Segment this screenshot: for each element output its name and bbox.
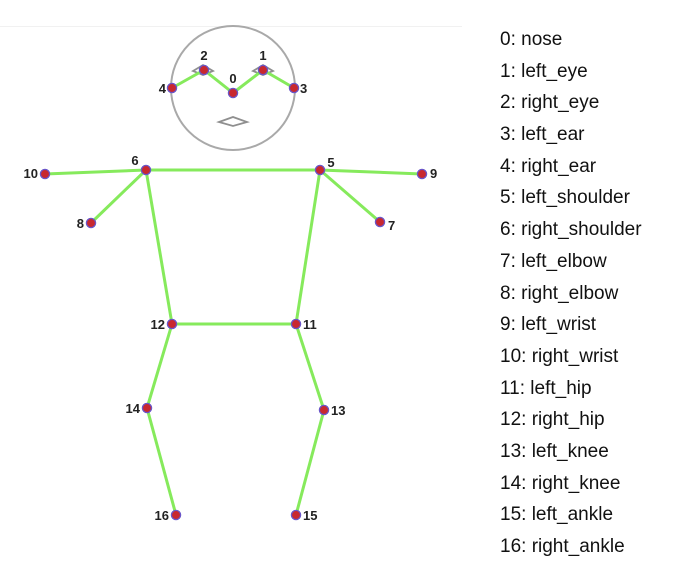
keypoint-16 xyxy=(170,509,182,521)
legend-item-12: 12: right_hip xyxy=(500,409,605,431)
legend-item-15: 15: left_ankle xyxy=(500,504,614,526)
keypoint-7 xyxy=(374,216,386,228)
legend-item-9: 9: left_wrist xyxy=(500,314,597,336)
bone-5-9 xyxy=(318,168,424,176)
keypoint-8 xyxy=(85,217,97,229)
bone-11-13 xyxy=(294,322,326,412)
keypoint-number-11: 11 xyxy=(303,317,317,332)
bone-4-2 xyxy=(170,68,206,90)
keypoint-number-5: 5 xyxy=(327,155,334,170)
keypoint-12 xyxy=(166,318,178,330)
legend-item-13: 13: left_knee xyxy=(500,440,609,462)
legend-item-3: 3: left_ear xyxy=(500,124,585,146)
keypoint-14 xyxy=(141,402,153,414)
keypoint-legend: 0: nose 1: left_eye 2: right_eye 3: left_ea… xyxy=(500,27,642,566)
keypoint-number-6: 6 xyxy=(131,153,138,168)
legend-item-11: 11: left_hip xyxy=(500,377,592,399)
keypoint-number-9: 9 xyxy=(430,166,437,181)
keypoint-number-15: 15 xyxy=(303,508,317,523)
legend-item-1: 1: left_eye xyxy=(500,60,588,82)
keypoint-number-4: 4 xyxy=(159,81,167,96)
legend-item-0: 0: nose xyxy=(500,29,563,50)
keypoint-number-14: 14 xyxy=(126,401,141,416)
legend-item-6: 6: right_shoulder xyxy=(500,219,642,241)
keypoint-11 xyxy=(290,318,302,330)
bone-2-0 xyxy=(202,68,235,95)
legend-item-4: 4: right_ear xyxy=(500,155,597,177)
keypoint-9 xyxy=(416,168,428,180)
bone-6-12 xyxy=(144,168,174,326)
keypoint-number-2: 2 xyxy=(200,48,207,63)
keypoint-0 xyxy=(227,87,239,99)
keypoint-number-7: 7 xyxy=(388,218,395,233)
bone-5-11 xyxy=(294,168,322,326)
keypoint-number-16: 16 xyxy=(155,508,169,523)
keypoint-number-3: 3 xyxy=(300,81,307,96)
keypoint-number-12: 12 xyxy=(151,317,165,332)
keypoint-2 xyxy=(198,64,210,76)
legend-item-2: 2: right_eye xyxy=(500,92,600,114)
legend-item-16: 16: right_ankle xyxy=(500,536,625,557)
keypoint-1 xyxy=(257,64,269,76)
bone-14-16 xyxy=(145,406,178,517)
keypoint-number-8: 8 xyxy=(77,216,84,231)
keypoint-number-1: 1 xyxy=(259,48,266,63)
keypoint-10 xyxy=(39,168,51,180)
keypoint-13 xyxy=(318,404,330,416)
legend-item-10: 10: right_wrist xyxy=(500,345,619,367)
legend-item-8: 8: right_elbow xyxy=(500,282,619,304)
keypoint-5 xyxy=(314,164,326,176)
keypoint-number-10: 10 xyxy=(24,166,38,181)
keypoint-15 xyxy=(290,509,302,521)
mouth-shape xyxy=(216,116,250,127)
legend-item-5: 5: left_shoulder xyxy=(500,187,630,209)
legend-item-14: 14: right_knee xyxy=(500,472,621,494)
bone-1-3 xyxy=(261,68,296,90)
keypoint-3 xyxy=(288,82,300,94)
bone-13-15 xyxy=(294,408,326,517)
keypoint-4 xyxy=(166,82,178,94)
keypoint-number-0: 0 xyxy=(229,71,236,86)
bone-6-8 xyxy=(89,168,148,225)
bone-0-1 xyxy=(231,68,265,95)
bone-5-7 xyxy=(318,168,382,224)
legend-item-7: 7: left_elbow xyxy=(500,250,607,272)
bone-12-14 xyxy=(145,322,174,410)
keypoint-number-13: 13 xyxy=(331,403,345,418)
keypoint-6 xyxy=(140,164,152,176)
bone-10-6 xyxy=(43,168,148,176)
